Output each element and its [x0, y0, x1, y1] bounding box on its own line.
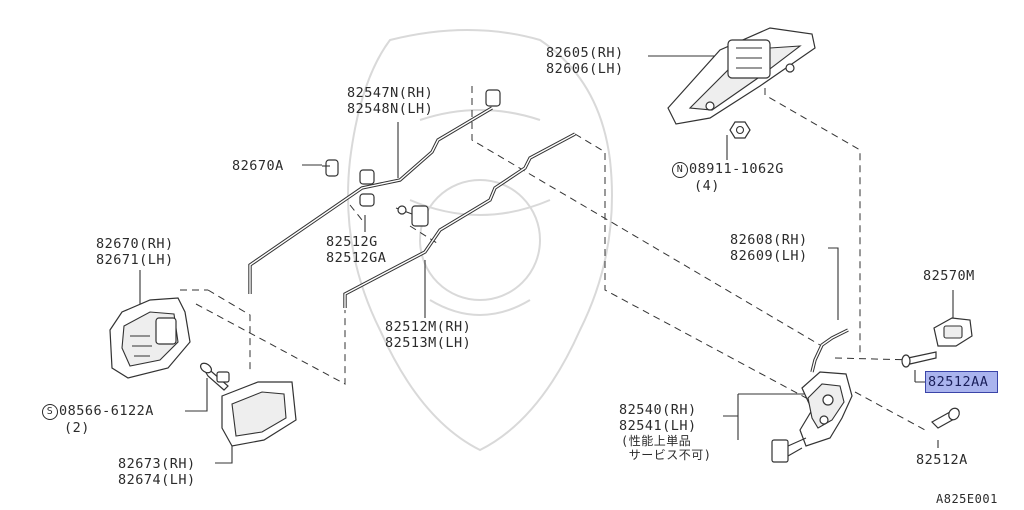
highlight-box[interactable] [925, 371, 998, 393]
screw-a-drawing [931, 407, 960, 429]
label-note: (性能上単品 [621, 434, 692, 448]
n-circle-icon: N [672, 162, 688, 178]
assembly-dashed-lines [180, 76, 926, 431]
leader-lines [139, 55, 954, 464]
label-line: 08566-6122A [59, 403, 154, 419]
label-line: 82606(LH) [546, 61, 624, 77]
label-upper-rod: 82547N(RH)82548N(LH) [347, 85, 433, 117]
nut-drawing [729, 121, 751, 139]
figure-code: A825E001 [936, 492, 998, 506]
label-line: 82513M(LH) [385, 335, 472, 351]
label-cable: 82608(RH)82609(LH) [730, 232, 808, 264]
screw-aa-drawing [901, 351, 937, 368]
label-inner-handle: 82670(RH)82671(LH) [96, 236, 174, 268]
striker-drawing [933, 317, 973, 347]
label-line: 82670(RH) [96, 236, 174, 252]
label-line: 82512M(RH) [385, 319, 472, 335]
label-line: 82512G [326, 234, 378, 250]
s-circle-icon: S [42, 404, 58, 420]
label-line: 82548N(LH) [347, 101, 434, 117]
lower-rod [343, 132, 576, 308]
screw-s-drawing [199, 362, 230, 391]
label-lock: 82540(RH)82541(LH)(性能上単品 サービス不可) [619, 402, 711, 462]
label-highlight-part[interactable]: 82512AA [928, 374, 989, 390]
inner-handle-drawing [109, 297, 191, 379]
clip-g-drawing [395, 205, 429, 227]
label-line: 82547N(RH) [347, 85, 434, 101]
label-line: 82540(RH) [619, 402, 697, 418]
label-line: 82674(LH) [118, 472, 196, 488]
rod-end-clip [485, 89, 501, 107]
label-line: (4) [694, 178, 720, 194]
label-line: 82671(LH) [96, 252, 174, 268]
label-lower-rod: 82512M(RH)82513M(LH) [385, 319, 471, 351]
label-line: 82605(RH) [546, 45, 624, 61]
label-note: サービス不可) [621, 448, 712, 462]
outer-handle-drawing [667, 27, 816, 125]
label-striker: 82570M [923, 268, 975, 284]
label-line: 08911-1062G [689, 161, 784, 177]
label-escutcheon: 82673(RH)82674(LH) [118, 456, 196, 488]
lock-drawing [771, 371, 853, 463]
label-clip-a: 82670A [232, 158, 284, 174]
label-outer-handle: 82605(RH)82606(LH) [546, 45, 624, 77]
label-line: (2) [64, 420, 90, 436]
label-line: 82608(RH) [730, 232, 808, 248]
label-screw-a: 82512A [916, 452, 968, 468]
escutcheon-drawing [221, 381, 297, 447]
upper-rod [248, 89, 501, 294]
label-line: 82512GA [326, 250, 387, 266]
label-line: 82541(LH) [619, 418, 697, 434]
clip-a-drawing [322, 159, 375, 207]
release-cable [810, 328, 849, 373]
label-line: 82609(LH) [730, 248, 808, 264]
label-line: 82673(RH) [118, 456, 196, 472]
